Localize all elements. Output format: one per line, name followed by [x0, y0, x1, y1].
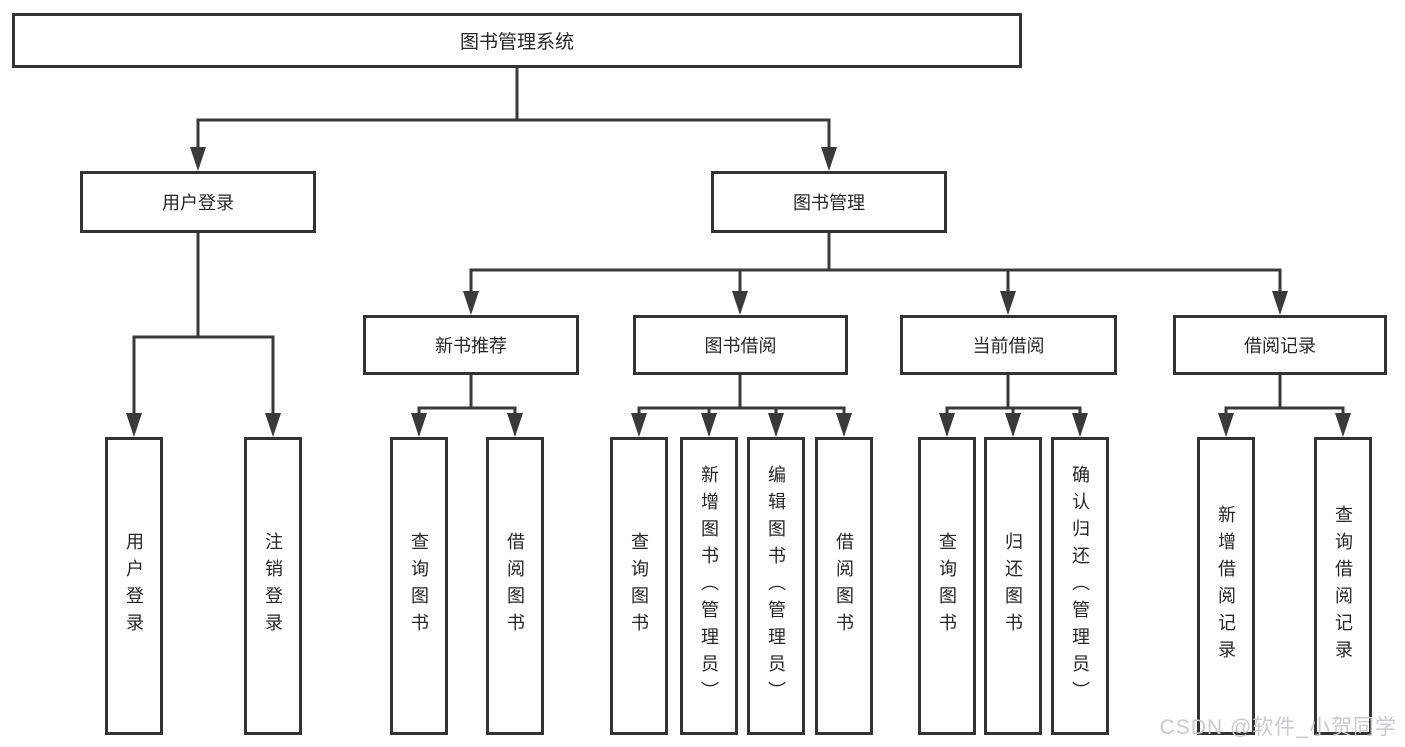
node-label: 借阅记录 [1244, 336, 1316, 356]
node-label: 图书管理 [793, 193, 865, 213]
leaf-borrow-edit-books-admin: 编辑图书（管理员） [747, 437, 805, 735]
node-label: 查询图书 [409, 532, 429, 640]
node-label: 图书管理系统 [459, 32, 574, 53]
node-label: 注销登录 [263, 532, 283, 640]
leaf-borrow-borrow-books: 借阅图书 [815, 437, 873, 735]
node-new-book-recommend: 新书推荐 [363, 315, 579, 375]
leaf-newbook-query-books: 查询图书 [390, 437, 448, 735]
node-label: 查询借阅记录 [1333, 505, 1353, 667]
node-label: 新增图书（管理员） [699, 464, 719, 708]
leaf-current-return-books: 归还图书 [984, 437, 1042, 735]
leaf-records-query: 查询借阅记录 [1314, 437, 1372, 735]
node-label: 编辑图书（管理员） [766, 464, 786, 708]
node-book-borrow: 图书借阅 [633, 315, 848, 375]
csdn-watermark: CSDN @软件_小贺同学 [1159, 716, 1397, 739]
node-library-management-system: 图书管理系统 [12, 13, 1022, 68]
leaf-current-query-books: 查询图书 [918, 437, 976, 735]
leaf-logout: 注销登录 [244, 437, 302, 735]
leaf-borrow-query-books: 查询图书 [610, 437, 668, 735]
leaf-records-add: 新增借阅记录 [1197, 437, 1255, 735]
node-book-management: 图书管理 [711, 171, 947, 233]
leaf-newbook-borrow-books: 借阅图书 [486, 437, 544, 735]
node-label: 借阅图书 [834, 532, 854, 640]
node-label: 查询图书 [629, 532, 649, 640]
node-label: 新书推荐 [435, 336, 507, 356]
node-label: 用户登录 [162, 193, 234, 213]
leaf-user-login: 用户登录 [105, 437, 163, 735]
node-label: 当前借阅 [972, 336, 1045, 356]
node-borrow-records: 借阅记录 [1173, 315, 1387, 375]
node-label: 用户登录 [124, 532, 144, 640]
node-label: 借阅图书 [505, 532, 525, 640]
node-label: 归还图书 [1003, 532, 1023, 640]
node-user-login: 用户登录 [80, 171, 316, 233]
leaf-borrow-add-books-admin: 新增图书（管理员） [680, 437, 738, 735]
node-label: 确认归还（管理员） [1070, 464, 1090, 708]
node-label: 新增借阅记录 [1216, 505, 1236, 667]
leaf-current-confirm-return-admin: 确认归还（管理员） [1051, 437, 1109, 735]
node-current-borrow: 当前借阅 [900, 315, 1117, 375]
node-label: 图书借阅 [704, 336, 777, 356]
node-label: 查询图书 [937, 532, 957, 640]
